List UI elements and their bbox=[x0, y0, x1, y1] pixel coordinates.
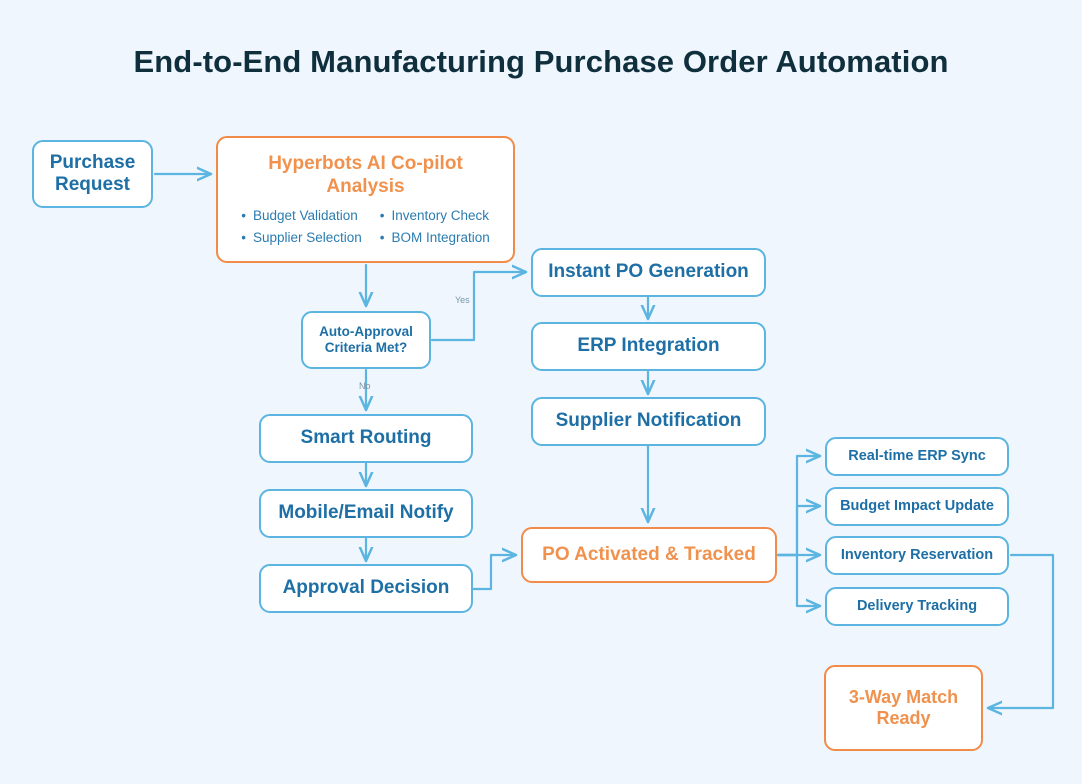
node-smart-routing-label: Smart Routing bbox=[300, 427, 432, 449]
node-erp-integration[interactable]: ERP Integration bbox=[531, 322, 766, 371]
node-purchase-request-label: Purchase Request bbox=[49, 151, 136, 195]
edge-label-no: No bbox=[359, 381, 371, 391]
edge-approval-decision-to-po bbox=[471, 555, 516, 591]
edge-po-to-realtime-erp-sync bbox=[776, 456, 820, 557]
edge-label-yes: Yes bbox=[455, 295, 470, 305]
node-approval-decision[interactable]: Approval Decision bbox=[259, 564, 473, 613]
node-instant-po-generation[interactable]: Instant PO Generation bbox=[531, 248, 766, 297]
node-mobile-email-notify-label: Mobile/Email Notify bbox=[278, 502, 454, 524]
node-approval-decision-label: Approval Decision bbox=[282, 577, 450, 599]
node-supplier-notification-label: Supplier Notification bbox=[555, 410, 742, 432]
page-title: End-to-End Manufacturing Purchase Order … bbox=[133, 44, 949, 79]
hyperbots-bullet-bom-integration: BOM Integration bbox=[380, 230, 490, 246]
node-three-way-match-ready[interactable]: 3-Way Match Ready bbox=[824, 665, 983, 751]
node-auto-approval-decision-label: Auto-Approval Criteria Met? bbox=[319, 324, 413, 355]
node-realtime-erp-sync-label: Real-time ERP Sync bbox=[848, 447, 986, 464]
edge-po-to-delivery-tracking bbox=[776, 553, 820, 606]
node-budget-impact-update-label: Budget Impact Update bbox=[840, 497, 994, 514]
node-delivery-tracking-label: Delivery Tracking bbox=[856, 597, 978, 614]
node-smart-routing[interactable]: Smart Routing bbox=[259, 414, 473, 463]
node-hyperbots-bullet-list: Budget Validation Inventory Check Suppli… bbox=[241, 208, 490, 246]
node-budget-impact-update[interactable]: Budget Impact Update bbox=[825, 487, 1009, 526]
edge-inventory-to-three-way-match bbox=[988, 553, 1055, 708]
node-auto-approval-decision[interactable]: Auto-Approval Criteria Met? bbox=[301, 311, 431, 369]
node-hyperbots-title: Hyperbots AI Co-pilot Analysis bbox=[268, 152, 463, 197]
node-po-activated-tracked-label: PO Activated & Tracked bbox=[542, 543, 756, 565]
edge-decision-yes-to-instant-po bbox=[430, 272, 526, 342]
node-mobile-email-notify[interactable]: Mobile/Email Notify bbox=[259, 489, 473, 538]
node-erp-integration-label: ERP Integration bbox=[577, 335, 720, 357]
edge-po-to-budget-impact bbox=[776, 506, 820, 557]
node-three-way-match-ready-label: 3-Way Match Ready bbox=[848, 686, 959, 728]
node-inventory-reservation-label: Inventory Reservation bbox=[840, 546, 994, 563]
node-realtime-erp-sync[interactable]: Real-time ERP Sync bbox=[825, 437, 1009, 476]
hyperbots-bullet-budget-validation: Budget Validation bbox=[241, 208, 362, 224]
hyperbots-bullet-inventory-check: Inventory Check bbox=[380, 208, 490, 224]
node-instant-po-generation-label: Instant PO Generation bbox=[548, 261, 749, 283]
hyperbots-bullet-supplier-selection: Supplier Selection bbox=[241, 230, 362, 246]
node-purchase-request[interactable]: Purchase Request bbox=[32, 140, 153, 208]
node-hyperbots-analysis[interactable]: Hyperbots AI Co-pilot Analysis Budget Va… bbox=[216, 136, 515, 263]
node-inventory-reservation[interactable]: Inventory Reservation bbox=[825, 536, 1009, 575]
node-supplier-notification[interactable]: Supplier Notification bbox=[531, 397, 766, 446]
node-delivery-tracking[interactable]: Delivery Tracking bbox=[825, 587, 1009, 626]
node-po-activated-tracked[interactable]: PO Activated & Tracked bbox=[521, 527, 777, 583]
